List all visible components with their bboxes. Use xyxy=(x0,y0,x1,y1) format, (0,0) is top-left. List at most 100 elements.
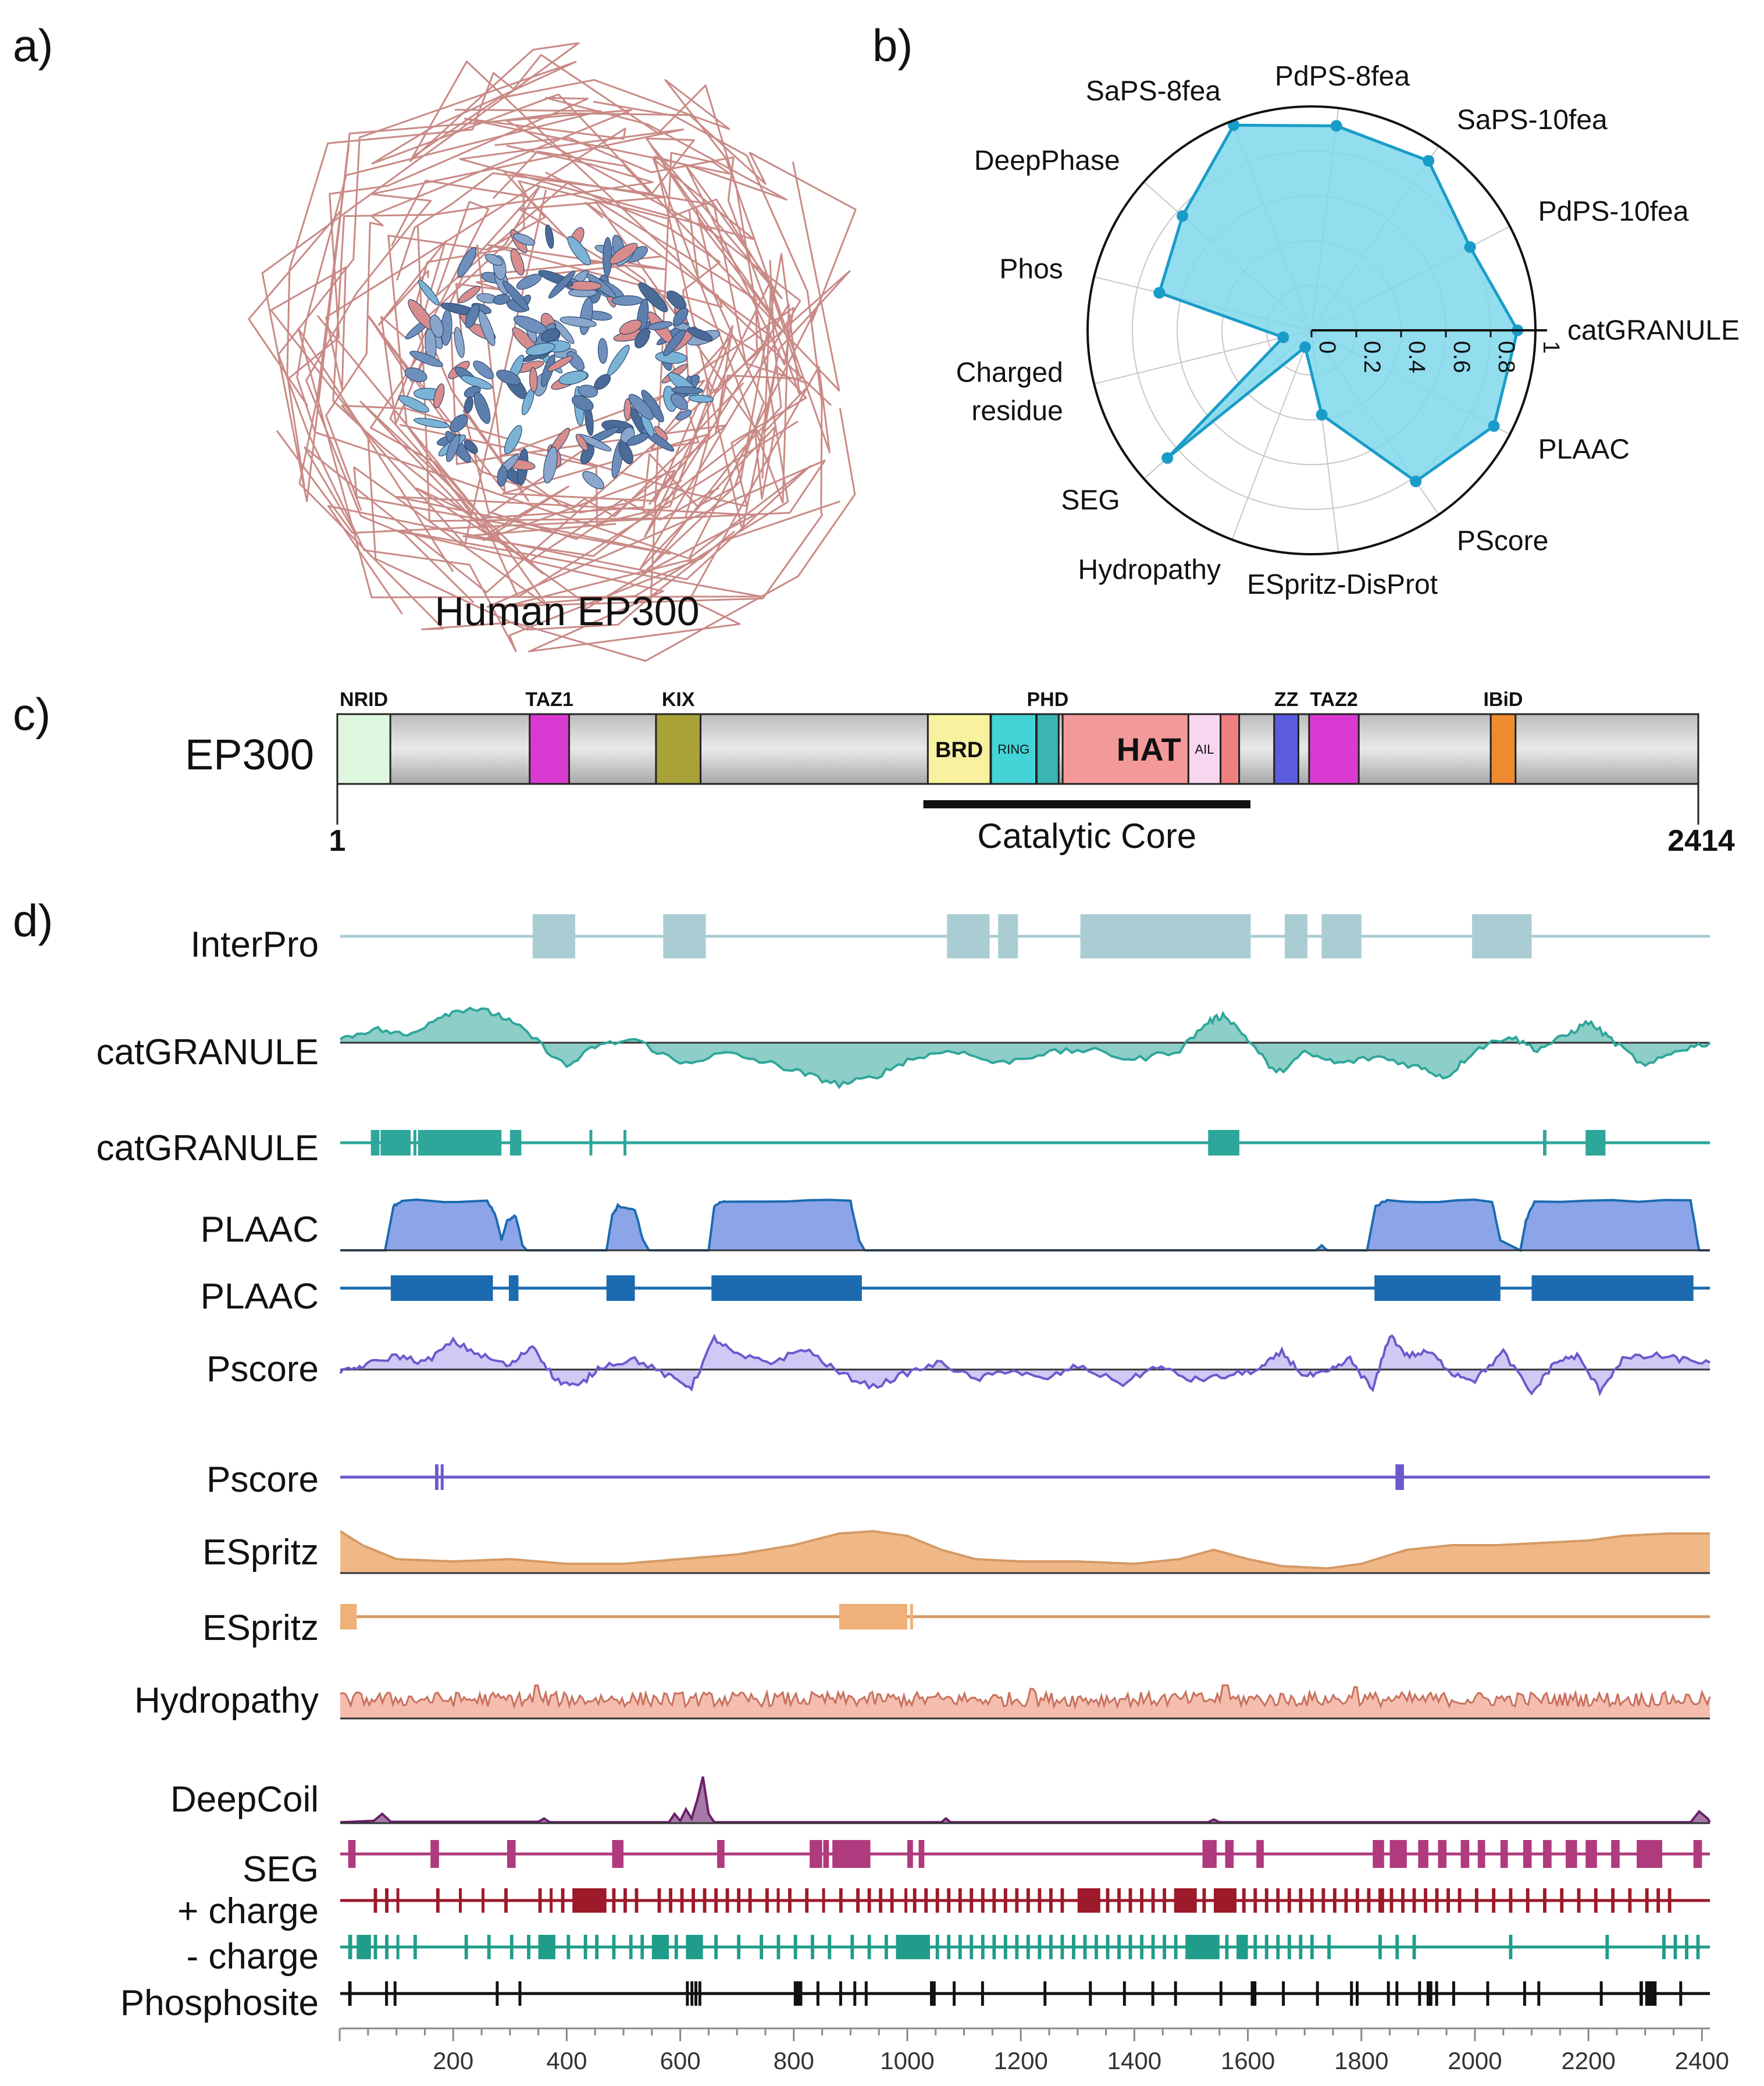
helix xyxy=(618,441,633,465)
x-tick-label: 2000 xyxy=(1448,2047,1502,2074)
track-pscore xyxy=(339,1333,1710,1397)
track-segment xyxy=(1585,1130,1606,1156)
track-segment xyxy=(1151,1981,1154,2006)
track-segment xyxy=(1250,1981,1257,2006)
track-segment xyxy=(1264,1935,1268,1959)
disordered-loop xyxy=(387,170,765,562)
track-label: Hydropathy xyxy=(134,1681,319,1721)
track-segment xyxy=(737,1935,741,1959)
radar-spoke xyxy=(1231,330,1312,540)
radar-point xyxy=(1488,420,1500,432)
track-segment xyxy=(1287,1935,1291,1959)
track-segment xyxy=(981,1935,985,1959)
x-tick-label: 2200 xyxy=(1561,2047,1615,2074)
track-segment xyxy=(793,1935,797,1959)
track-segment xyxy=(1151,1888,1155,1913)
track-segment xyxy=(748,1888,752,1913)
track-segment xyxy=(947,914,990,958)
radar-tick-label: 0.4 xyxy=(1404,341,1430,373)
track-segment xyxy=(1316,1981,1319,2006)
track-segment xyxy=(1457,1888,1462,1913)
track-espritz xyxy=(339,1529,1710,1574)
track-segment xyxy=(595,1935,599,1959)
track--charge xyxy=(340,1888,1710,1913)
profile-line xyxy=(339,1529,1710,1570)
radar-axis-label: Hydropathy xyxy=(1078,554,1221,585)
track-segment xyxy=(1628,1888,1632,1913)
helix xyxy=(414,418,450,429)
track-segment xyxy=(680,1888,684,1913)
track-segment xyxy=(992,1935,996,1959)
track-segment xyxy=(1486,1981,1489,2006)
domain-label: NRID xyxy=(340,689,388,711)
track-label: ESpritz xyxy=(202,1532,319,1572)
protein-name: EP300 xyxy=(185,730,314,779)
track-segment xyxy=(508,1275,519,1301)
radar-tick-label: 0 xyxy=(1314,341,1340,354)
track-segment xyxy=(788,1888,792,1913)
helix xyxy=(673,307,689,326)
helix xyxy=(688,394,714,403)
track-segment xyxy=(1696,1935,1700,1959)
track-segment xyxy=(1242,1888,1246,1913)
track-segment xyxy=(1389,1840,1407,1868)
track-segment xyxy=(1003,1888,1007,1913)
track-segment xyxy=(507,1840,516,1868)
track-label: PLAAC xyxy=(201,1210,319,1250)
track-segment xyxy=(1656,1888,1660,1913)
track-segment xyxy=(1577,1888,1581,1913)
track-segment xyxy=(612,1840,624,1868)
track-segment xyxy=(1460,1840,1470,1868)
helix xyxy=(634,328,650,348)
domain-taz1 xyxy=(529,713,571,785)
helix xyxy=(597,338,608,364)
track-segment xyxy=(370,1130,380,1156)
track-label: SEG xyxy=(243,1849,319,1889)
helix xyxy=(484,254,504,266)
profile-area xyxy=(340,1531,1710,1573)
x-tick-label: 200 xyxy=(433,2047,473,2074)
track-segment xyxy=(1679,1981,1683,2006)
track-segment xyxy=(822,1888,825,1913)
disordered-loop xyxy=(341,151,811,545)
disordered-loop xyxy=(270,117,736,631)
track-segment xyxy=(1395,1464,1404,1490)
track-segment xyxy=(725,1888,729,1913)
track-segment xyxy=(663,914,706,958)
track-segment xyxy=(436,1888,440,1913)
track-segment xyxy=(1639,1981,1643,2006)
track-segment xyxy=(864,1981,868,2006)
track-segment xyxy=(1038,1935,1042,1959)
track-segment xyxy=(1077,1888,1100,1913)
track-segment xyxy=(867,1935,871,1959)
domain-label: PHD xyxy=(1027,689,1068,711)
panel-label-b: b) xyxy=(872,20,913,71)
track-segment xyxy=(1202,1888,1206,1913)
track-segment xyxy=(1276,1935,1280,1959)
track-segment xyxy=(1605,1935,1609,1959)
track-segment xyxy=(1299,1888,1303,1913)
disordered-loop xyxy=(276,54,826,608)
track-segment xyxy=(612,1935,616,1959)
radar-axis-label: PdPS-10fea xyxy=(1538,197,1689,227)
track-segment xyxy=(487,1935,491,1959)
track-segment xyxy=(1412,1888,1416,1913)
track-segment xyxy=(418,1130,502,1156)
helix xyxy=(502,280,529,311)
track-segment xyxy=(1401,1888,1405,1913)
helix xyxy=(545,224,554,249)
track-segment xyxy=(910,1604,913,1629)
track-segment xyxy=(1332,1888,1337,1913)
radar-point xyxy=(1330,120,1342,132)
radar-axis-label: PLAAC xyxy=(1538,434,1630,465)
track-segment xyxy=(1026,1935,1030,1959)
track-segment xyxy=(538,1935,555,1959)
domain-label: TAZ1 xyxy=(525,689,573,711)
track-segment xyxy=(348,1840,356,1868)
track-plaac xyxy=(340,1198,1710,1252)
track-segment xyxy=(711,1275,862,1301)
track-segment xyxy=(1202,1840,1217,1868)
track-segment xyxy=(703,1888,707,1913)
profile-line xyxy=(340,1684,1711,1710)
panel-label-a: a) xyxy=(13,20,53,71)
